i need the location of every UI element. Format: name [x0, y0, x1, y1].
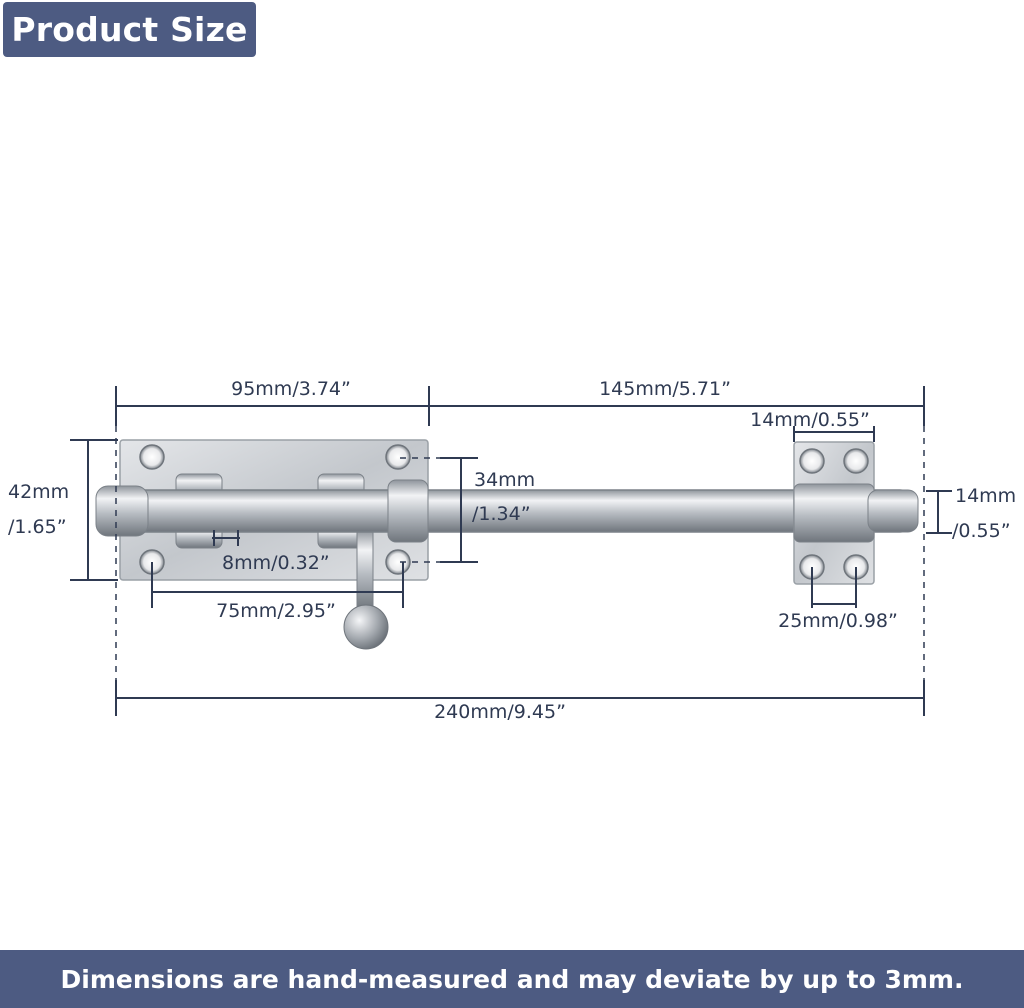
- inner-height-in-label: /1.34”: [472, 503, 531, 525]
- base-plate-screw-holes: [139, 444, 411, 575]
- bolt-diameter-in-label: /0.55”: [952, 520, 1011, 542]
- base-length-label: 95mm/3.74”: [231, 378, 351, 400]
- bolt-diameter-mm-label: 14mm: [955, 485, 1016, 507]
- screw-hole-icon: [799, 448, 825, 474]
- disclaimer-banner: Dimensions are hand-measured and may dev…: [0, 950, 1024, 1008]
- dimension-lines: [70, 386, 952, 716]
- bolt-extension-label: 145mm/5.71”: [599, 378, 731, 400]
- inner-height-mm-label: 34mm: [474, 469, 535, 491]
- plate-height-in-label: /1.65”: [8, 516, 67, 538]
- hole-spacing-label: 75mm/2.95”: [216, 600, 336, 622]
- keeper-hole-spacing-label: 25mm/0.98”: [778, 610, 898, 632]
- screw-hole-icon: [843, 448, 869, 474]
- disclaimer-text: Dimensions are hand-measured and may dev…: [60, 964, 964, 994]
- bolt-handle: [343, 529, 389, 650]
- screw-hole-icon: [385, 444, 411, 470]
- slot-width-label: 8mm/0.32”: [222, 552, 330, 574]
- bolt-keeper: [793, 441, 919, 585]
- product-size-badge: Product Size: [3, 2, 256, 57]
- total-length-label: 240mm/9.45”: [434, 701, 566, 723]
- screw-hole-icon: [139, 444, 165, 470]
- plate-height-mm-label: 42mm: [8, 481, 69, 503]
- page-title: Product Size: [11, 10, 248, 49]
- keeper-width-label: 14mm/0.55”: [750, 409, 870, 431]
- bolt-knob-icon: [343, 604, 389, 650]
- screw-hole-icon: [385, 549, 411, 575]
